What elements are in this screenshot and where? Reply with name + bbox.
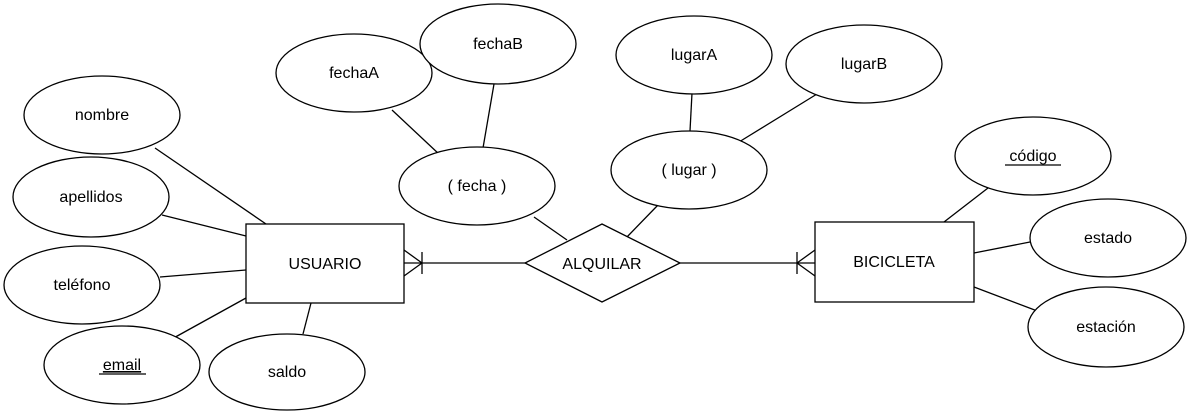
connectors [154, 83, 1041, 341]
edge-lugarA-lugar [689, 92, 693, 132]
attribute-email-label: email [103, 357, 141, 374]
attribute-fechaB[interactable]: fechaB [419, 3, 577, 85]
edge-fechaA-fecha [391, 109, 441, 156]
attribute-saldo-label: saldo [268, 364, 306, 381]
attribute-apellidos[interactable]: apellidos [12, 156, 170, 238]
attribute-lugarB-label: lugarB [841, 56, 887, 73]
attribute-lugar-label: ( lugar ) [661, 162, 716, 179]
attribute-email[interactable]: email [43, 325, 201, 405]
edge-telefono-usuario [159, 269, 247, 278]
attribute-fecha-label: ( fecha ) [448, 178, 507, 195]
cardinality-bicicleta-one-or-many [796, 249, 816, 277]
attribute-estado[interactable]: estado [1029, 198, 1187, 278]
attribute-estacion-label: estación [1076, 319, 1136, 336]
entity-usuario[interactable]: USUARIO [245, 223, 405, 304]
attribute-lugar[interactable]: ( lugar ) [610, 130, 768, 210]
attribute-nombre-label: nombre [75, 107, 129, 124]
entity-usuario-label: USUARIO [289, 256, 362, 273]
relationship-alquilar[interactable]: ALQUILAR [523, 223, 682, 303]
attribute-fechaA[interactable]: fechaA [275, 33, 433, 113]
attribute-telefono[interactable]: teléfono [3, 245, 161, 325]
attribute-telefono-label: teléfono [54, 277, 111, 294]
edge-estacion-bicicleta [973, 286, 1041, 313]
attribute-fechaA-label: fechaA [329, 65, 379, 82]
attribute-nombre[interactable]: nombre [23, 75, 181, 155]
edge-lugar-alquilar [625, 204, 659, 239]
relationship-alquilar-label: ALQUILAR [562, 256, 641, 273]
edge-estado-bicicleta [973, 241, 1031, 254]
attribute-fechaB-label: fechaB [473, 36, 523, 53]
edge-nombre-usuario [154, 147, 267, 225]
attribute-estado-label: estado [1084, 230, 1132, 247]
attribute-estacion[interactable]: estación [1027, 286, 1185, 368]
edge-apellidos-usuario [161, 214, 247, 237]
attribute-apellidos-label: apellidos [59, 189, 122, 206]
attribute-fecha[interactable]: ( fecha ) [398, 146, 556, 226]
edge-fecha-alquilar [533, 216, 568, 241]
attribute-lugarB[interactable]: lugarB [785, 24, 943, 104]
edge-codigo-bicicleta [943, 187, 989, 223]
edge-email-usuario [169, 297, 247, 341]
attribute-lugarA[interactable]: lugarA [615, 15, 773, 95]
attribute-codigo[interactable]: código [954, 116, 1112, 196]
attribute-codigo-label: código [1009, 148, 1056, 165]
edge-fechaB-fecha [482, 83, 495, 149]
edge-lugarB-lugar [738, 93, 818, 143]
attribute-lugarA-label: lugarA [671, 47, 718, 64]
entity-bicicleta[interactable]: BICICLETA [814, 221, 975, 303]
attribute-saldo[interactable]: saldo [208, 333, 366, 411]
edge-saldo-usuario [302, 302, 312, 335]
entity-bicicleta-label: BICICLETA [853, 254, 935, 271]
cardinality-usuario-one-or-many [403, 249, 423, 277]
